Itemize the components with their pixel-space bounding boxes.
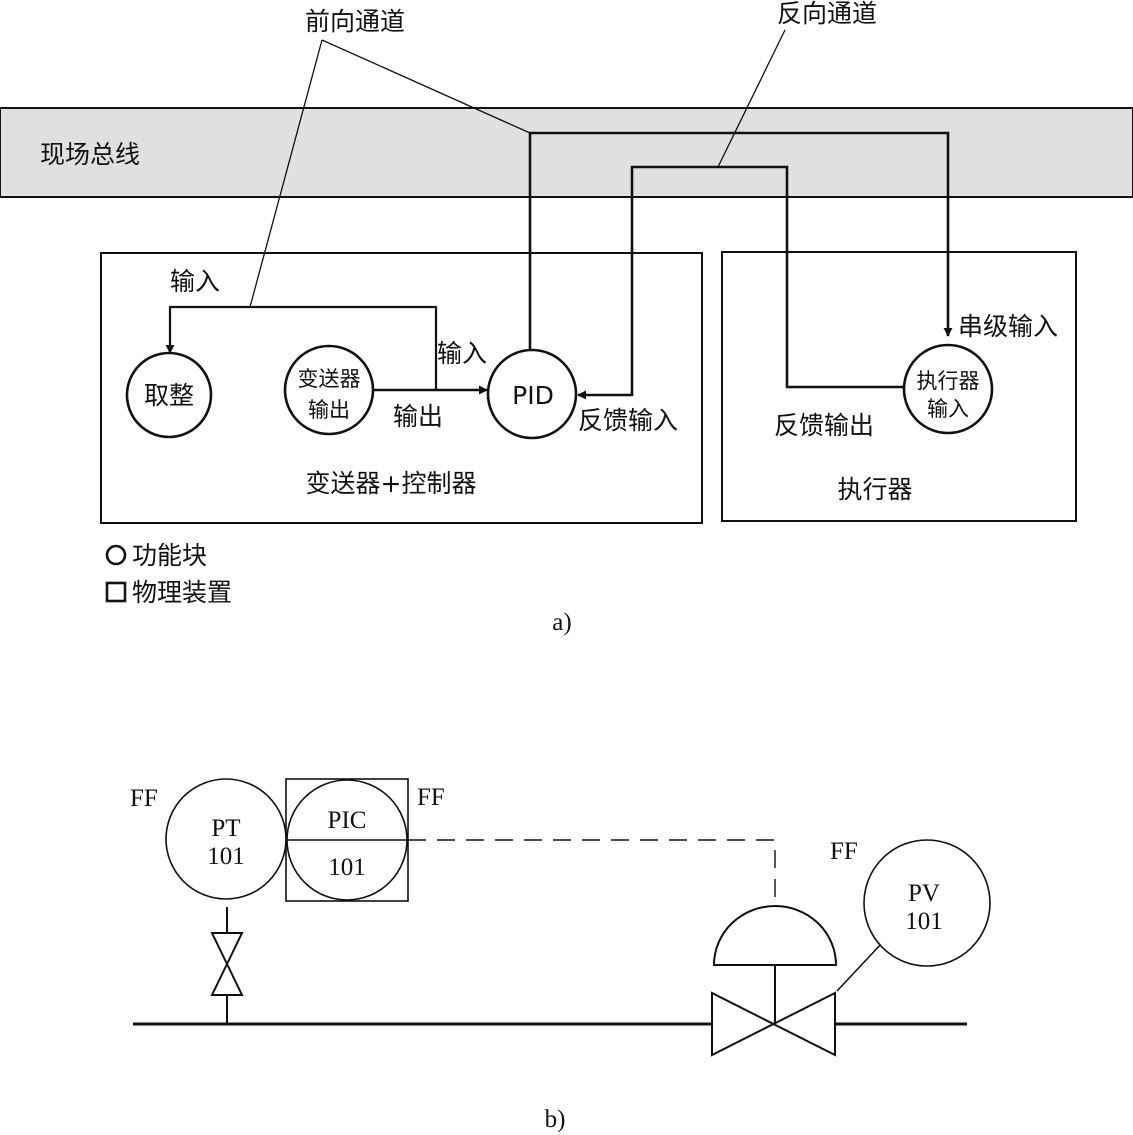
pv-leader-line (836, 941, 884, 992)
reverse-channel-callout (717, 29, 786, 168)
transmitter-output-label-2: 输出 (308, 398, 350, 422)
pt-tag: PT (211, 815, 240, 842)
actuator-title: 执行器 (837, 475, 912, 504)
fieldbus-band (0, 107, 1133, 198)
pic-ff-label: FF (417, 784, 445, 811)
transmitter-output-label-1: 变送器 (298, 367, 361, 391)
diagram-b: PT 101 FF PIC 101 FF PV 101 FF b) (130, 778, 991, 1133)
round-input-line (165, 305, 438, 390)
pic-number: 101 (328, 854, 366, 881)
feedback-output-label: 反馈输出 (774, 411, 874, 440)
round-block (125, 351, 213, 439)
legend-circle-icon (105, 544, 127, 566)
feedback-input-label: 反馈输入 (578, 406, 678, 435)
forward-path-line (528, 131, 953, 350)
fieldbus-label: 现场总线 (40, 140, 140, 169)
forward-channel-label: 前向通道 (305, 7, 405, 36)
transmitter-output-block (283, 344, 375, 436)
diaphragm-actuator-icon (712, 905, 838, 966)
control-valve-icon (711, 991, 836, 1057)
pv-bubble (863, 839, 991, 967)
fieldbus-signal-line (408, 839, 776, 905)
pt-number: 101 (207, 843, 245, 870)
pid-block-label: PID (512, 381, 554, 410)
input-pid-label: 输入 (437, 339, 487, 368)
legend-physical-device: 物理装置 (132, 578, 232, 607)
pic-tag: PIC (328, 807, 367, 834)
legend-function-block: 功能块 (132, 541, 207, 570)
output-label: 输出 (393, 402, 443, 431)
pv-tag: PV (908, 880, 940, 907)
reverse-channel-label: 反向通道 (777, 0, 877, 28)
input-top-label: 输入 (170, 267, 220, 296)
actuator-input-label-2: 输入 (927, 397, 969, 421)
transmitter-controller-box (100, 252, 703, 524)
manual-valve-icon (210, 932, 244, 996)
cascade-input-label: 串级输入 (958, 312, 1058, 341)
diagram-a: 现场总线 前向通道 反向通道 取整 变送器 输出 PID 执行器 输入 输入 输… (0, 0, 1133, 636)
pid-block (486, 348, 578, 440)
pt-ff-label: FF (130, 785, 158, 812)
actuator-box (721, 251, 1077, 522)
part-b-caption: b) (545, 1106, 566, 1133)
round-block-label: 取整 (144, 381, 194, 410)
actuator-input-block (902, 343, 994, 435)
reverse-path-line (577, 165, 907, 400)
part-a-caption: a) (552, 609, 571, 636)
transmitter-controller-title: 变送器+控制器 (306, 469, 477, 498)
actuator-input-label-1: 执行器 (917, 369, 980, 393)
pt-bubble (165, 778, 287, 900)
legend-square-icon (105, 581, 127, 603)
forward-channel-callout (249, 39, 531, 308)
pv-number: 101 (905, 908, 943, 935)
pv-ff-label: FF (830, 838, 858, 865)
